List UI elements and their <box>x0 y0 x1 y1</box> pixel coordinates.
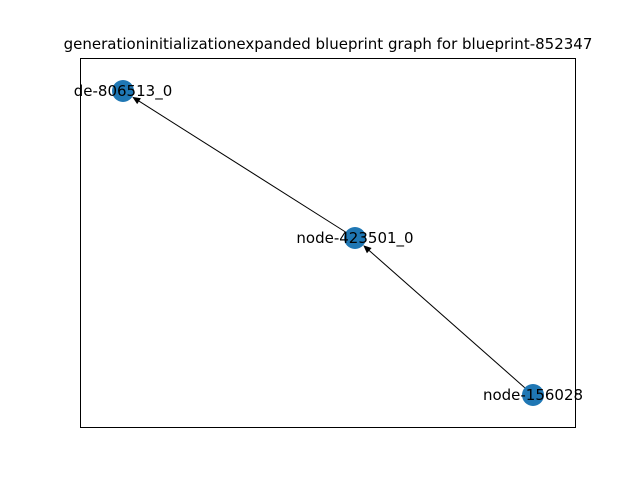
edge-line <box>137 99 346 233</box>
nodes-layer <box>112 80 544 406</box>
graph-node <box>344 227 366 249</box>
node-label: node-156028 <box>483 386 583 404</box>
graph-node <box>112 80 134 102</box>
node-label: de-806513_0 <box>74 82 172 101</box>
edge-arrowhead <box>363 245 372 254</box>
edge-arrowhead <box>132 96 141 105</box>
graph-node <box>522 384 544 406</box>
labels-layer: de-806513_0 node-423501_0 node-156028 <box>74 82 583 404</box>
plot-frame <box>80 58 576 428</box>
edges-layer <box>132 96 526 389</box>
graph-title: generationinitializationexpanded bluepri… <box>64 35 593 53</box>
edge-line <box>367 248 526 389</box>
node-label: node-423501_0 <box>296 229 413 248</box>
